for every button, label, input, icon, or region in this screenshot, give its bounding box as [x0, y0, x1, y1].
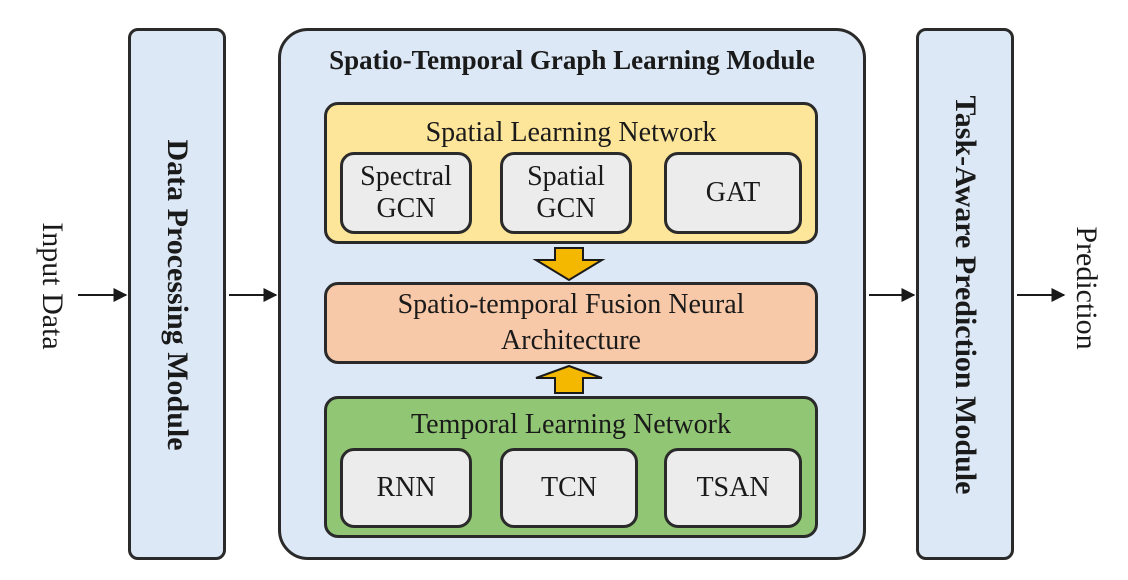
temporal-learning-network-title: Temporal Learning Network: [411, 409, 731, 440]
tsan-box: TSAN: [664, 448, 802, 528]
prediction-label: Prediction: [1070, 226, 1103, 350]
spatial-learning-network-title: Spatial Learning Network: [425, 117, 717, 148]
spectral-gcn-box: Spectral GCN: [340, 152, 472, 234]
spatio-temporal-fusion-box: Spatio-temporal Fusion Neural Architectu…: [324, 282, 818, 364]
rnn-box: RNN: [340, 448, 472, 528]
data-processing-module-title: Data Processing Module: [161, 139, 194, 451]
spatial-gcn-box: Spatial GCN: [500, 152, 632, 234]
input-data-label: Input Data: [36, 222, 69, 350]
data-processing-module: Data Processing Module: [128, 28, 226, 560]
task-aware-prediction-module: Task-Aware Prediction Module: [916, 28, 1014, 560]
main-module-title: Spatio-Temporal Graph Learning Module: [329, 45, 815, 75]
tcn-box: TCN: [500, 448, 638, 528]
task-aware-prediction-module-title: Task-Aware Prediction Module: [949, 95, 982, 495]
gat-box: GAT: [664, 152, 802, 234]
